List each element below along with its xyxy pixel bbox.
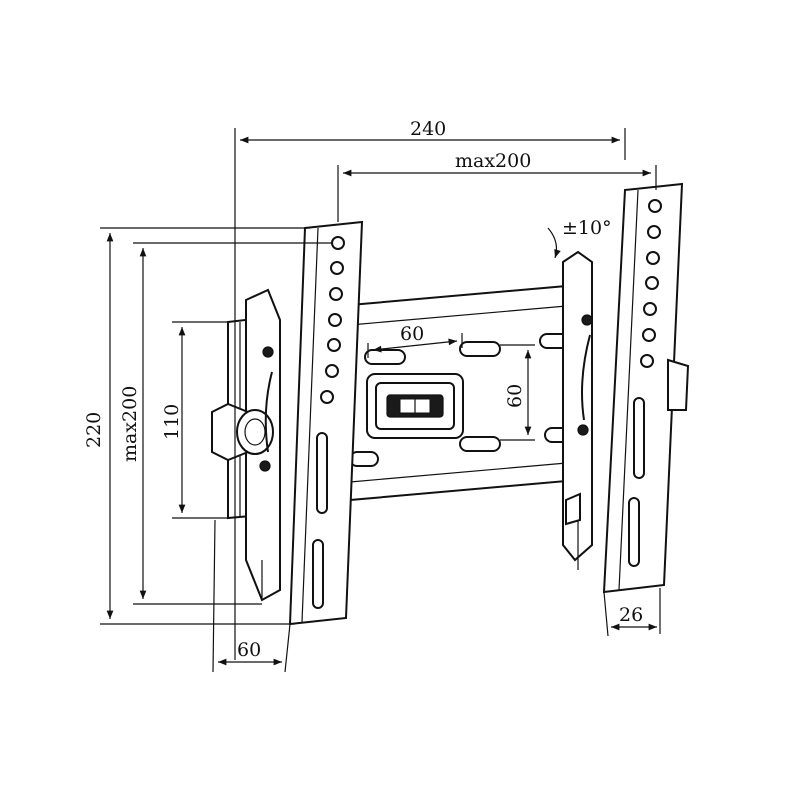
right-arm-holes (628, 199, 662, 567)
right-arm (562, 182, 690, 594)
label-hole-spacing-vertical: 60 (504, 384, 526, 408)
label-plate-height: 110 (161, 404, 183, 440)
dim-wall-depth: 60 (212, 519, 291, 673)
left-arm (288, 220, 364, 626)
dim-plate-height: 110 (161, 321, 228, 519)
dim-arm-depth: 26 (603, 588, 661, 637)
label-wall-depth: 60 (237, 639, 261, 661)
tilt-indicator: ±10° (547, 217, 612, 259)
dim-overall-height: 220 (83, 227, 310, 625)
label-tilt: ±10° (562, 217, 612, 239)
label-arm-depth: 26 (619, 604, 643, 626)
plate-slots (349, 333, 576, 467)
dim-hole-spacing-horizontal: 60 (367, 323, 463, 358)
dim-vesa-height: max200 (119, 242, 332, 605)
center-lock (366, 373, 464, 439)
wall-plate (349, 283, 579, 502)
left-arm-holes (312, 236, 345, 609)
label-hole-spacing-horizontal: 60 (400, 323, 424, 345)
label-overall-height: 220 (83, 412, 105, 448)
label-vesa-width: max200 (455, 150, 531, 172)
tilt-knob (211, 402, 274, 462)
label-overall-width: 240 (410, 118, 446, 140)
label-vesa-height: max200 (119, 386, 141, 462)
dim-overall-width: 240 (234, 118, 626, 660)
dim-hole-spacing-vertical: 60 (500, 344, 535, 441)
left-hinge (211, 288, 281, 602)
dim-vesa-width: max200 (337, 150, 657, 222)
